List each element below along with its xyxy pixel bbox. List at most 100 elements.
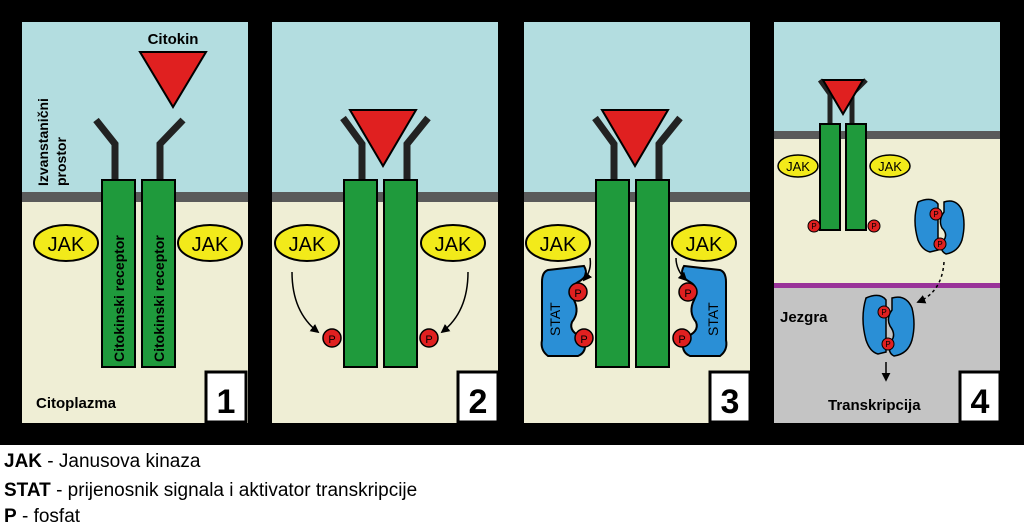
extracellular-space (524, 22, 750, 194)
legend-key: STAT (4, 480, 51, 501)
panel-number-box (958, 370, 1002, 424)
panel-4: JAK JAK P P P P P P Jezgra Transkripcij (774, 22, 1002, 424)
jak-ellipse (869, 154, 911, 178)
jak-label: JAK (540, 234, 577, 256)
phosphate-label: P (811, 222, 816, 231)
legend-text: - Janusova kinaza (42, 451, 201, 472)
cytokine-triangle (348, 109, 418, 168)
extracellular-space (774, 22, 1000, 132)
phosphate-label: P (881, 308, 886, 317)
legend-key: P (4, 506, 17, 527)
phosphate-label: P (871, 222, 876, 231)
phosphate-label: P (425, 334, 432, 346)
cytokine-receptor (595, 179, 630, 368)
receptor-label: Citokinski receptor (111, 235, 127, 362)
phosphorylation-arrow (291, 271, 320, 334)
receptor-arm (817, 78, 833, 124)
phosphate-label: P (933, 210, 938, 219)
phosphate-circle (322, 328, 342, 348)
jak-label: JAK (878, 159, 902, 174)
jak-ellipse (177, 224, 243, 262)
phosphate-label: P (580, 334, 587, 346)
translocation-arrow (916, 261, 945, 304)
legend-item-jak: JAK - Janusova kinaza (4, 451, 200, 473)
receptor-arm (93, 117, 119, 180)
jak-label: JAK (686, 234, 723, 256)
phosphate-circle (574, 328, 594, 348)
phosphate-circle (678, 282, 698, 302)
extracellular-label-line2: prostor (53, 136, 69, 186)
cytokine-receptor (101, 179, 136, 368)
panel-number-box (708, 370, 752, 424)
jak-ellipse (274, 224, 340, 262)
cytokine-triangle (821, 79, 865, 116)
nucleus-label: Jezgra (780, 309, 828, 326)
cytokine-triangle (600, 109, 670, 168)
panel-1: Citokin Izvanstanični prostor Citokinski… (22, 22, 248, 424)
phosphate-circle (419, 328, 439, 348)
phosphate-label: P (684, 288, 691, 300)
panel-number: 2 (469, 383, 488, 421)
cytokine-receptor (819, 123, 841, 231)
nuclear-membrane (774, 283, 1000, 288)
extracellular-space (272, 22, 498, 194)
panel-3: STAT STAT JAK JAK P P P P 3 (524, 22, 752, 424)
receptor-arm (655, 115, 683, 180)
jak-stat-diagram: Citokin Izvanstanični prostor Citokinski… (0, 0, 1024, 445)
phosphate-label: P (574, 288, 581, 300)
jak-ellipse (33, 224, 99, 262)
phosphate-circle (568, 282, 588, 302)
phosphate-label: P (328, 334, 335, 346)
phosphate-label: P (678, 334, 685, 346)
cytoplasm-label: Citoplazma (36, 395, 117, 412)
stat-label: STAT (705, 302, 721, 336)
legend-text: - fosfat (16, 506, 81, 527)
cytokine-receptor (141, 179, 176, 368)
panel-2: JAK JAK P P 2 (272, 22, 500, 424)
receptor-arm (403, 115, 431, 180)
cytokine-receptor (845, 123, 867, 231)
panel-number: 4 (971, 383, 990, 421)
stat-dimer: P P (862, 294, 915, 357)
phosphate-label: P (937, 240, 942, 249)
stat-dimer: P P (914, 198, 965, 255)
stat-protein (681, 264, 728, 357)
receptor-arm (340, 115, 366, 180)
jak-label: JAK (192, 234, 229, 256)
receptor-arm (592, 115, 618, 180)
legend-item-stat: STAT - prijenosnik signala i aktivator t… (4, 480, 417, 502)
cell-membrane (774, 131, 1000, 139)
phosphate-circle (672, 328, 692, 348)
cytokine-receptor (343, 179, 378, 368)
stat-label: STAT (547, 302, 563, 336)
panel-number: 3 (721, 383, 740, 421)
cytokine-triangle (138, 51, 208, 109)
panel-number-box (204, 370, 248, 424)
cytokine-label: Citokin (148, 31, 199, 48)
receptor-arm (156, 117, 186, 180)
legend-text: - prijenosnik signala i aktivator transk… (50, 480, 418, 501)
phosphate-label: P (885, 340, 890, 349)
jak-ellipse (671, 224, 737, 262)
jak-label: JAK (435, 234, 472, 256)
legend-item-phosphate: P - fosfat (4, 506, 80, 528)
panel-number-box (456, 370, 500, 424)
phosphorylation-arrow (582, 257, 593, 282)
cytokine-receptor (635, 179, 670, 368)
jak-ellipse (420, 224, 486, 262)
jak-label: JAK (786, 159, 810, 174)
transcription-label: Transkripcija (828, 397, 921, 414)
phosphate-circle (807, 219, 821, 233)
legend-key: JAK (4, 451, 43, 472)
phosphorylation-arrow (440, 271, 469, 334)
phosphate-circle (867, 219, 881, 233)
jak-label: JAK (48, 234, 85, 256)
phosphorylation-arrow (675, 257, 688, 282)
panel-number: 1 (217, 383, 236, 421)
receptor-label: Citokinski receptor (151, 235, 167, 362)
jak-ellipse (525, 224, 591, 262)
extracellular-label-line1: Izvanstanični (35, 98, 51, 186)
jak-label: JAK (289, 234, 326, 256)
jak-ellipse (777, 154, 819, 178)
extracellular-space (22, 22, 248, 194)
